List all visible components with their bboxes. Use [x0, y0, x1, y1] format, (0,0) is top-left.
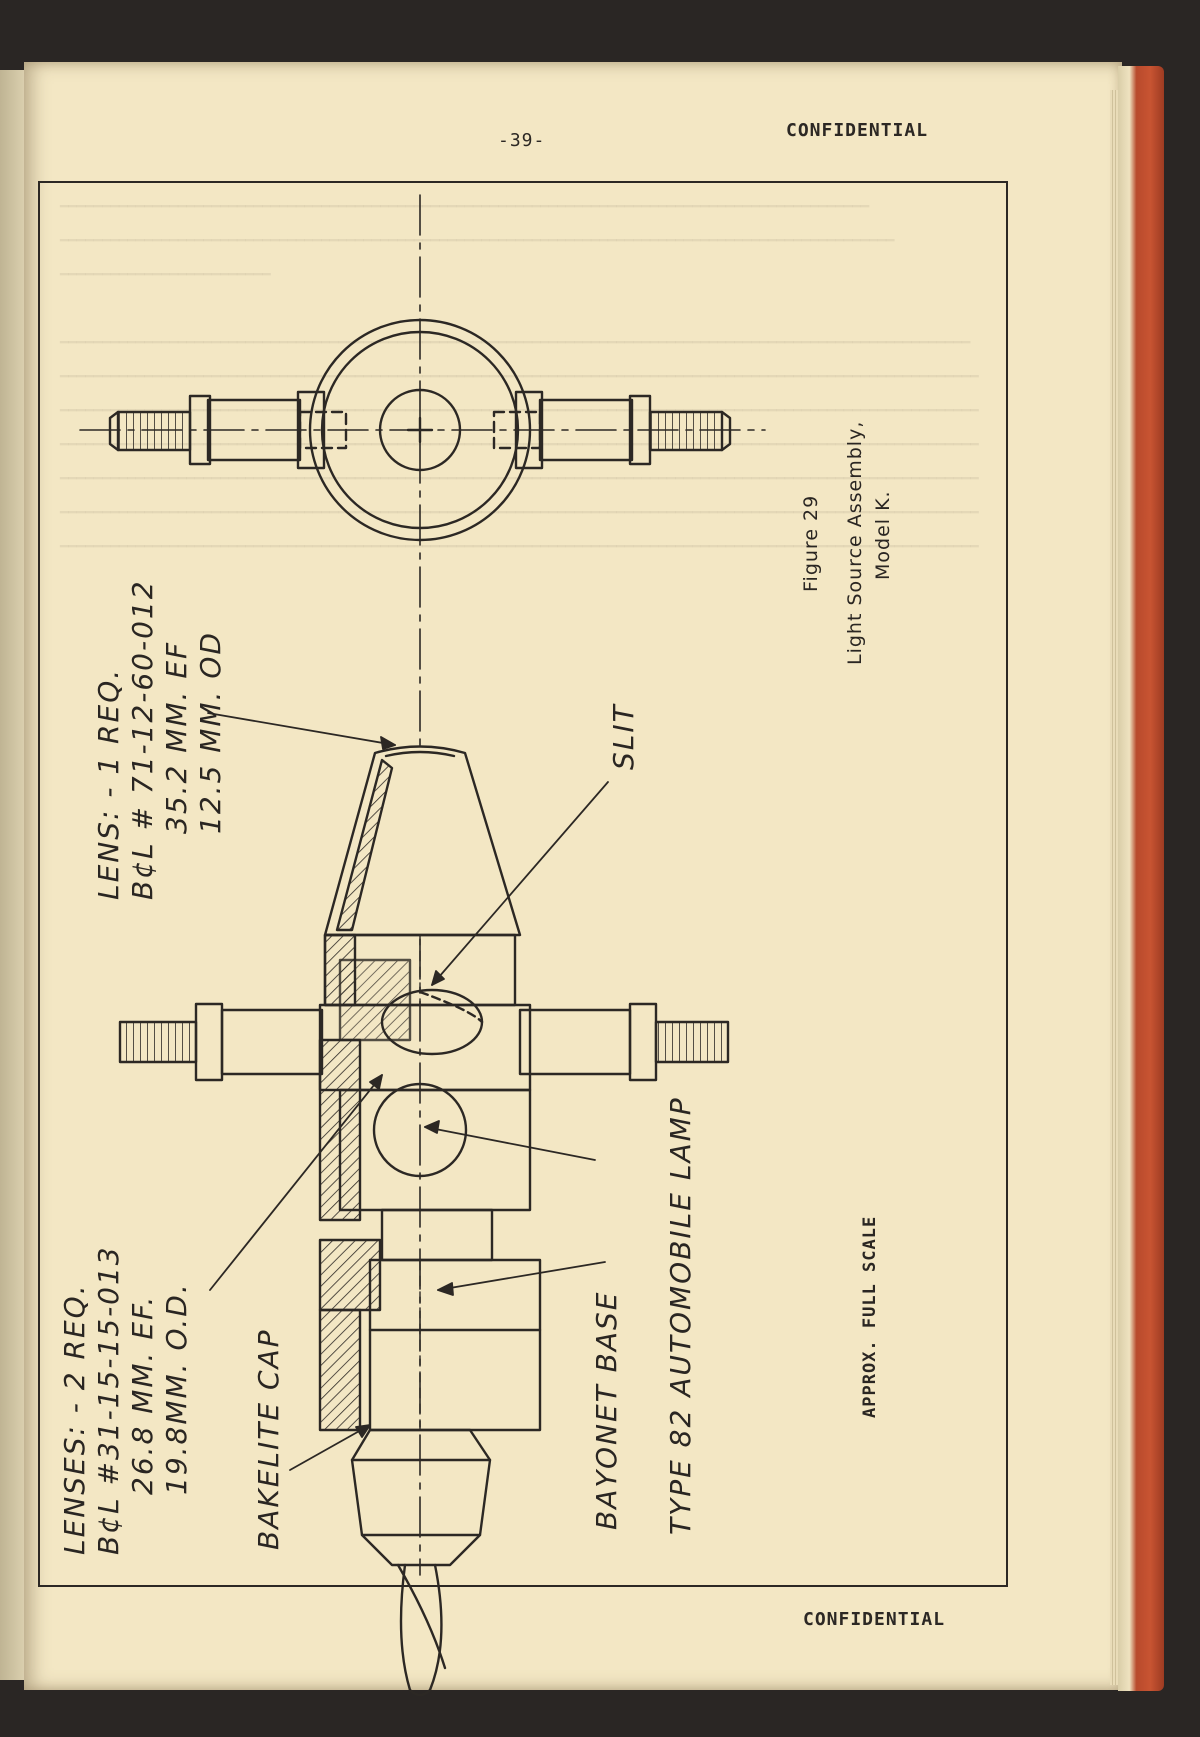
figure-number: Figure 29 [800, 494, 822, 592]
lenses-pair-line-1: LENSES: - 2 REQ. [58, 1283, 91, 1555]
side-section-view [118, 745, 730, 1697]
bakelite-cap-label: BAKELITE CAP [252, 1328, 285, 1550]
lenses-pair-line-2: B¢L #31-15-15-013 [92, 1245, 125, 1555]
footer-classification: CONFIDENTIAL [803, 1609, 946, 1630]
scale-note: APPROX. FULL SCALE [860, 1215, 880, 1418]
book-binding [1118, 66, 1164, 1691]
lens-single-callout: LENS: - 1 REQ. B¢L # 71-12-60-012 35.2 M… [92, 579, 228, 900]
page-number: -39- [498, 130, 546, 151]
lens-single-line-2: B¢L # 71-12-60-012 [126, 579, 159, 900]
figure-subtitle: Model K. [872, 490, 894, 580]
lens-single-line-4: 12.5 MM. OD [194, 631, 227, 834]
leader-lines [207, 712, 609, 1471]
document-page [24, 62, 1122, 1690]
lens-single-line-3: 35.2 MM. EF [160, 640, 193, 834]
lamp-label: TYPE 82 AUTOMOBILE LAMP [664, 1096, 697, 1535]
figure-frame [38, 181, 1008, 1587]
lenses-pair-line-4: 19.8MM. O.D. [160, 1282, 193, 1495]
lenses-pair-line-3: 26.8 MM. EF. [126, 1294, 159, 1495]
header-classification: CONFIDENTIAL [786, 120, 929, 141]
lens-single-line-1: LENS: - 1 REQ. [92, 667, 125, 900]
bayonet-base-label: BAYONET BASE [590, 1290, 623, 1530]
lenses-pair-callout: LENSES: - 2 REQ. B¢L #31-15-15-013 26.8 … [58, 1245, 194, 1555]
figure-title: Light Source Assembly, [844, 420, 866, 665]
bleed-through-texture: ━━━━━━━━━━━━━━━━━━━━━━━━━━━━━━━━━━━━━━━━… [60, 199, 979, 555]
top-view [108, 318, 732, 542]
slit-label: SLIT [607, 703, 640, 770]
